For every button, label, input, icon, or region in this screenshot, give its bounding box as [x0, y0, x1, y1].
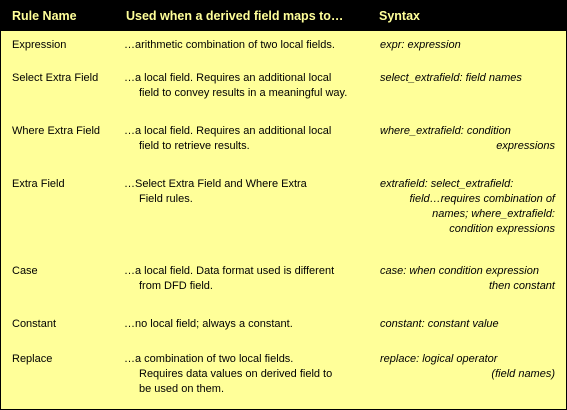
usage-line: …a local field. Data format used is diff…	[124, 265, 335, 277]
rule-syntax: where_extrafield: condition expressions	[380, 124, 555, 154]
syntax-line: case: when condition expression	[380, 265, 539, 277]
header-used-when: Used when a derived field maps to…	[126, 9, 344, 23]
rule-usage: …no local field; always a constant.	[124, 317, 374, 332]
usage-line: Field rules.	[139, 193, 193, 205]
syntax-line: (field names)	[491, 368, 555, 380]
rule-usage: …Select Extra Field and Where Extra Fiel…	[124, 177, 374, 207]
syntax-line: then constant	[488, 280, 555, 292]
rule-name: Select Extra Field	[12, 72, 99, 84]
syntax-line: where_extrafield: condition	[380, 125, 511, 137]
rule-usage: …a local field. Requires an additional l…	[124, 124, 374, 154]
rule-name: Constant	[12, 318, 57, 330]
rule-name: Extra Field	[12, 178, 65, 190]
usage-line: field to retrieve results.	[139, 140, 250, 152]
usage-line: be used on them.	[139, 383, 225, 395]
rule-syntax: expr: expression	[380, 38, 555, 53]
usage-line: field to convey results in a meaningful …	[139, 87, 348, 99]
rule-syntax: case: when condition expression then con…	[380, 264, 555, 294]
rule-name: Case	[12, 265, 38, 277]
syntax-line: expressions	[496, 140, 555, 152]
usage-line: …a local field. Requires an additional l…	[124, 72, 332, 84]
usage-line: …a local field. Requires an additional l…	[124, 125, 332, 137]
rule-name: Expression	[12, 39, 67, 51]
usage-line: from DFD field.	[139, 280, 213, 292]
table-header: Rule Name Used when a derived field maps…	[1, 1, 566, 31]
usage-line: …Select Extra Field and Where Extra	[124, 178, 307, 190]
syntax-line: extrafield: select_extrafield:	[380, 178, 514, 190]
syntax-line: names; where_extrafield:	[432, 208, 555, 220]
rule-name: Where Extra Field	[12, 125, 101, 137]
rule-usage: …arithmetic combination of two local fie…	[124, 38, 374, 53]
syntax-line: condition expressions	[449, 223, 555, 235]
syntax-line: select_extrafield: field names	[380, 72, 522, 84]
syntax-line: constant: constant value	[380, 318, 499, 330]
rule-usage: …a local field. Requires an additional l…	[124, 71, 374, 101]
usage-line: …no local field; always a constant.	[124, 318, 293, 330]
syntax-line: field…requires combination of	[409, 193, 555, 205]
rule-usage: …a combination of two local fields. Requ…	[124, 352, 374, 397]
rule-syntax: extrafield: select_extrafield: field…req…	[380, 177, 555, 237]
header-rule-name: Rule Name	[12, 9, 77, 23]
rule-usage: …a local field. Data format used is diff…	[124, 264, 374, 294]
usage-line: Requires data values on derived field to	[139, 368, 333, 380]
rule-syntax: constant: constant value	[380, 317, 555, 332]
syntax-line: expr: expression	[380, 39, 461, 51]
rule-name: Replace	[12, 353, 53, 365]
rule-syntax: replace: logical operator (field names)	[380, 352, 555, 382]
header-syntax: Syntax	[379, 9, 420, 23]
usage-line: …arithmetic combination of two local fie…	[124, 39, 335, 51]
usage-line: …a combination of two local fields.	[124, 353, 294, 365]
syntax-line: replace: logical operator	[380, 353, 498, 365]
rule-syntax: select_extrafield: field names	[380, 71, 555, 86]
